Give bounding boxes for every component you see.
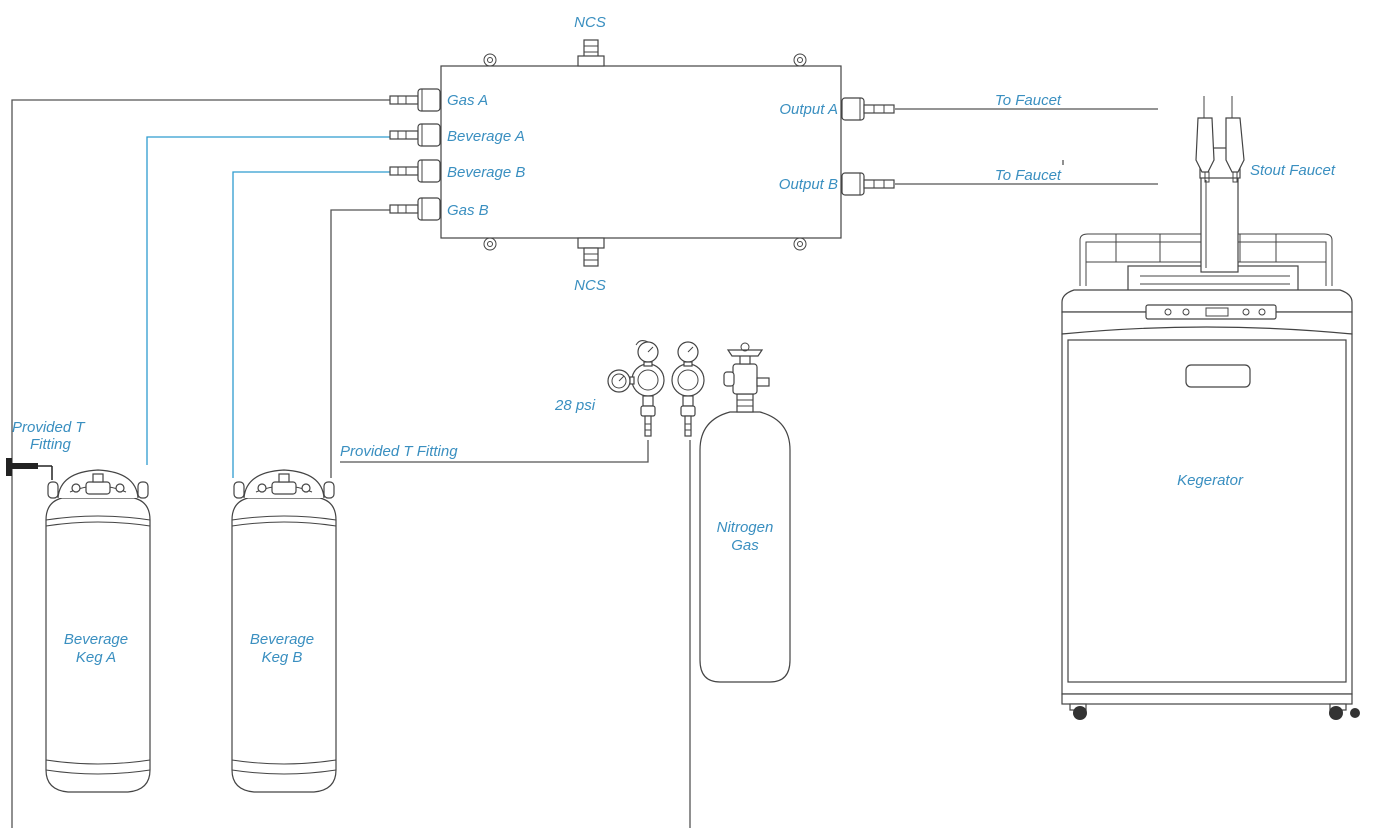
- keg-outline-part: [278, 473, 290, 483]
- keg-outline-part: [71, 483, 81, 493]
- nitrogen-label-line2: Gas: [731, 537, 759, 554]
- keg-outline-part: [45, 521, 151, 527]
- nitrogen-label-line1: Nitrogen: [717, 519, 774, 536]
- keg-outline-part: [233, 481, 245, 499]
- dual-regulator-icon: [607, 340, 705, 437]
- keg-outline-part: [231, 759, 337, 765]
- keg-a-label-line2: Keg A: [76, 649, 116, 666]
- gas-b-label: Gas B: [447, 202, 489, 219]
- beverage-a-label: Beverage A: [447, 128, 525, 145]
- t-fitting-mid-label: Provided T Fitting: [340, 443, 458, 460]
- kegerator-label: Kegerator: [1177, 472, 1244, 489]
- gas-a-label: Gas A: [447, 92, 488, 109]
- keg-outline-part: [231, 521, 337, 527]
- input-fittings: [389, 88, 441, 221]
- keg-outline-part: [45, 769, 151, 775]
- beverage-a-line: [146, 136, 390, 465]
- gas-b-line: [330, 209, 390, 478]
- regulator-gas-line: [340, 440, 649, 463]
- keg-b-label-line2: Keg B: [262, 649, 303, 666]
- output-a-label: Output A: [779, 101, 838, 118]
- ncs-top-label: NCS: [574, 14, 606, 31]
- t-fitting-left-icon: [6, 458, 53, 480]
- ncs-bottom-label: NCS: [574, 277, 606, 294]
- t-fitting-left-label-line2: Fitting: [30, 436, 72, 453]
- beverage-keg-a-icon: [45, 469, 151, 793]
- keg-outline-part: [301, 483, 311, 493]
- keg-outline-part: [271, 481, 297, 495]
- keg-outline-part: [45, 515, 151, 521]
- keg-outline-part: [47, 481, 59, 499]
- nitrogen-tank-icon: [699, 342, 791, 683]
- output-b-label: Output B: [779, 176, 838, 193]
- t-fitting-left-label-line1: Provided T: [12, 419, 86, 436]
- stout-faucet-label: Stout Faucet: [1250, 162, 1336, 179]
- kegerator-icon: [1061, 233, 1360, 720]
- keg-outline-part: [115, 483, 125, 493]
- beverage-b-label: Beverage B: [447, 164, 525, 181]
- connection-lines: [11, 99, 1158, 828]
- beverage-b-line: [232, 171, 390, 478]
- keg-outline-part: [92, 473, 104, 483]
- output-fittings: [841, 97, 895, 196]
- labels: NCS NCS Gas A Beverage A Beverage B Gas …: [12, 14, 1336, 666]
- to-faucet-b-label: To Faucet: [995, 167, 1062, 184]
- keg-b-label-line1: Beverage: [250, 631, 314, 648]
- manifold-icon: [440, 39, 842, 267]
- keg-outline-part: [257, 483, 267, 493]
- keg-outline-part: [323, 481, 335, 499]
- stout-faucet-icon: [1195, 96, 1245, 273]
- beverage-keg-b-icon: [231, 469, 337, 793]
- keg-outline-part: [85, 481, 111, 495]
- keg-a-label-line1: Beverage: [64, 631, 128, 648]
- keg-outline-part: [231, 515, 337, 521]
- keg-outline-part: [45, 759, 151, 765]
- gas-a-line: [11, 99, 390, 828]
- keg-outline-part: [231, 769, 337, 775]
- to-faucet-a-label: To Faucet: [995, 92, 1062, 109]
- keg-outline-part: [137, 481, 149, 499]
- pressure-label: 28 psi: [554, 397, 596, 414]
